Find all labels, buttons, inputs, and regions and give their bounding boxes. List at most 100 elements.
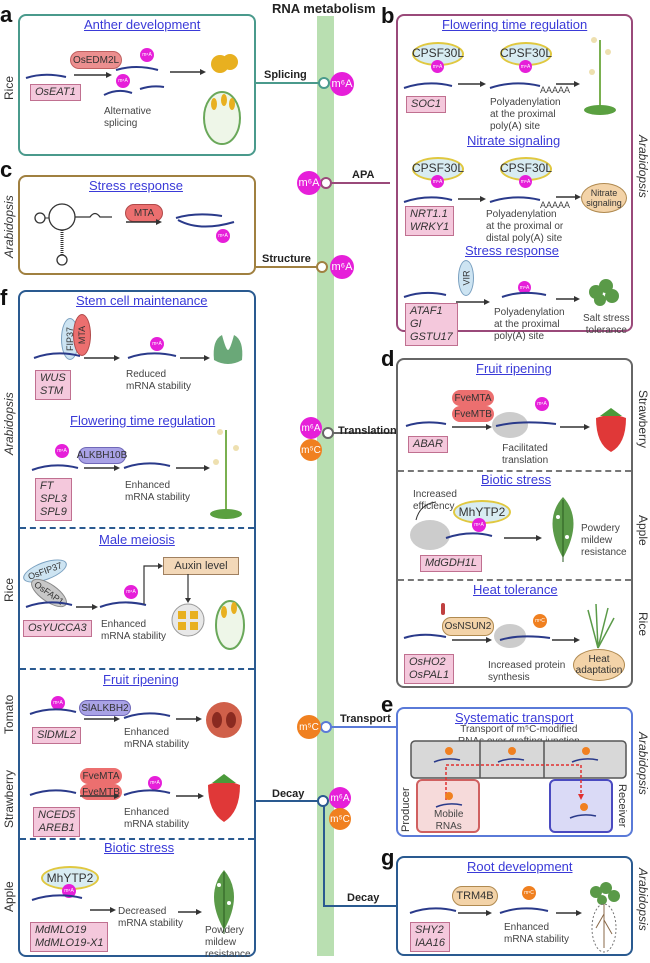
section-divider: [398, 579, 631, 581]
enhanced-stability-caption: Enhanced mRNA stability: [124, 807, 190, 830]
panel-d-title-biotic: Biotic stress: [481, 472, 552, 487]
process-decay-g: Decay: [347, 892, 380, 904]
strawberry-icon: [208, 781, 240, 822]
m6a-mark: m⁶A: [535, 397, 549, 411]
salt-stress-tolerance: Salt stress tolerance: [583, 313, 630, 336]
m6a-mark: m⁶A: [148, 776, 162, 790]
panel-c-letter: c: [0, 157, 13, 182]
auxin-level-box: Auxin level: [163, 557, 239, 575]
powdery-mildew-resistance: Powdery mildew resistance: [581, 523, 627, 558]
mobile-rnas-label: Mobile RNAs: [434, 809, 464, 832]
process-transport: Transport: [340, 713, 391, 725]
panel-d-title-heat: Heat tolerance: [473, 582, 558, 597]
panel-f-title-fruit: Fruit ripening: [103, 672, 179, 687]
m6a-mark: m⁶A: [431, 60, 444, 73]
shoot-meristem-icon: [213, 335, 243, 364]
spine-m6a-translation: m⁶A: [300, 417, 322, 439]
panel-b-title-flowering: Flowering time regulation: [442, 17, 588, 32]
osnsun2-enzyme: OsNSUN2: [442, 617, 494, 636]
panel-d-title-fruit: Fruit ripening: [476, 361, 552, 376]
enhanced-stability-caption: Enhanced mRNA stability: [101, 619, 167, 642]
gene-mdmlo19: MdMLO19 MdMLO19-X1: [30, 922, 109, 952]
decay-line-g: [323, 806, 396, 907]
gene-ataf1-gi-gstu17: ATAF1 GI GSTU17: [405, 303, 458, 346]
gene-nrt1-wrky1: NRT1.1 WRKY1: [405, 206, 455, 236]
strawberry-icon: [596, 415, 626, 452]
panel-b-rna-arrows: [403, 37, 619, 306]
m6a-mark: m⁶A: [472, 518, 486, 532]
thermometer-icon: [441, 603, 445, 615]
transport-node: [320, 721, 332, 733]
m6a-mark: m⁶A: [62, 884, 76, 898]
panel-f-letter: f: [0, 285, 8, 310]
gene-soc1: SOC1: [406, 96, 446, 113]
section-divider: [20, 527, 254, 529]
mta-writer: MTA: [73, 314, 91, 356]
translation-node: [322, 427, 334, 439]
spine-m5c-translation: m⁵C: [300, 439, 322, 461]
panel-f-title-meiosis: Male meiosis: [99, 532, 175, 547]
arabidopsis-plant-icon: [210, 429, 242, 519]
gene-abar: ABAR: [408, 436, 448, 453]
header-title: RNA metabolism: [272, 1, 376, 16]
panel-e-title: Systematic transport: [455, 710, 574, 725]
heat-adaptation-outcome: Heat adaptation: [573, 649, 625, 681]
panel-f-title-biotic: Biotic stress: [104, 840, 175, 855]
gene-ft-spl3-spl9: FT SPL3 SPL9: [35, 478, 72, 521]
cpsf30l-reader: CPSF30L: [412, 157, 464, 181]
process-structure: Structure: [262, 253, 311, 265]
spine-m5c-decay: m⁵C: [329, 808, 351, 830]
process-apa: APA: [352, 169, 375, 181]
gene-oseat1: OsEAT1: [30, 84, 81, 101]
polyadenylation-caption: Polyadenylation at the proximal poly(A) …: [490, 97, 561, 132]
panel-g-letter: g: [381, 845, 395, 870]
ribosome-icon: [494, 624, 526, 648]
producer-cell: [416, 779, 480, 833]
trm4b-enzyme: TRM4B: [452, 886, 498, 906]
gene-mdgdh1l: MdGDH1L: [420, 555, 482, 572]
reduced-stability-caption: Reduced mRNA stability: [126, 369, 192, 392]
panel-a-rna-arrows: [25, 54, 241, 145]
spine-m6a-decay: m⁶A: [329, 787, 351, 809]
panel-a-letter: a: [0, 2, 13, 27]
m5c-mark: m⁵C: [533, 614, 547, 628]
m6a-mark: m⁶A: [140, 48, 154, 62]
tomato-icon: [206, 702, 242, 738]
increased-efficiency-note: Increased efficiency: [413, 489, 457, 512]
rna-metabolism-spine: [317, 16, 334, 956]
panel-g-title: Root development: [467, 859, 573, 874]
vir-writer: VIR: [458, 260, 474, 296]
gene-osyucca3: OsYUCCA3: [23, 620, 92, 637]
panel-c-rna-structure: [34, 203, 235, 266]
fvemtb-enzyme: FveMTB: [452, 406, 494, 422]
facilitated-translation-caption: Facilitated translation: [502, 443, 549, 466]
panel-f-title-flowering: Flowering time regulation: [70, 413, 216, 428]
fvemta-enzyme: FveMTA: [452, 390, 494, 406]
panel-d-graphics: [403, 408, 626, 649]
gene-nced5-areb1: NCED5 AREB1: [33, 807, 81, 837]
m6a-mark: m⁶A: [518, 281, 531, 294]
ribosome-icon: [410, 520, 450, 550]
panel-c-title: Stress response: [89, 178, 183, 193]
panel-d-letter: d: [381, 346, 395, 371]
section-divider: [20, 838, 254, 840]
enhanced-stability-caption: Enhanced mRNA stability: [124, 727, 190, 750]
process-splicing: Splicing: [264, 69, 307, 81]
rice-plant-icon: [587, 603, 615, 649]
panel-b-letter: b: [381, 3, 395, 28]
gene-shy2-iaa16: SHY2 IAA16: [410, 922, 450, 952]
enhanced-stability-caption: Enhanced mRNA stability: [504, 922, 570, 945]
decreased-stability-caption: Decreased mRNA stability: [118, 906, 184, 929]
ribosome-icon: [492, 412, 528, 438]
spine-m6a-structure: m⁶A: [330, 255, 354, 279]
enhanced-stability-caption: Enhanced mRNA stability: [125, 480, 191, 503]
m6a-mark: m⁶A: [519, 60, 532, 73]
gene-osho2-ospal1: OsHO2 OsPAL1: [404, 654, 455, 684]
m5c-mark: m⁵C: [522, 886, 536, 900]
structure-node: [316, 261, 328, 273]
gene-wus-stm: WUS STM: [35, 370, 71, 400]
panel-e-letter: e: [381, 692, 394, 717]
apa-node: [320, 177, 332, 189]
splicing-node: [318, 77, 330, 89]
panel-b-title-nitrate: Nitrate signaling: [467, 133, 561, 148]
